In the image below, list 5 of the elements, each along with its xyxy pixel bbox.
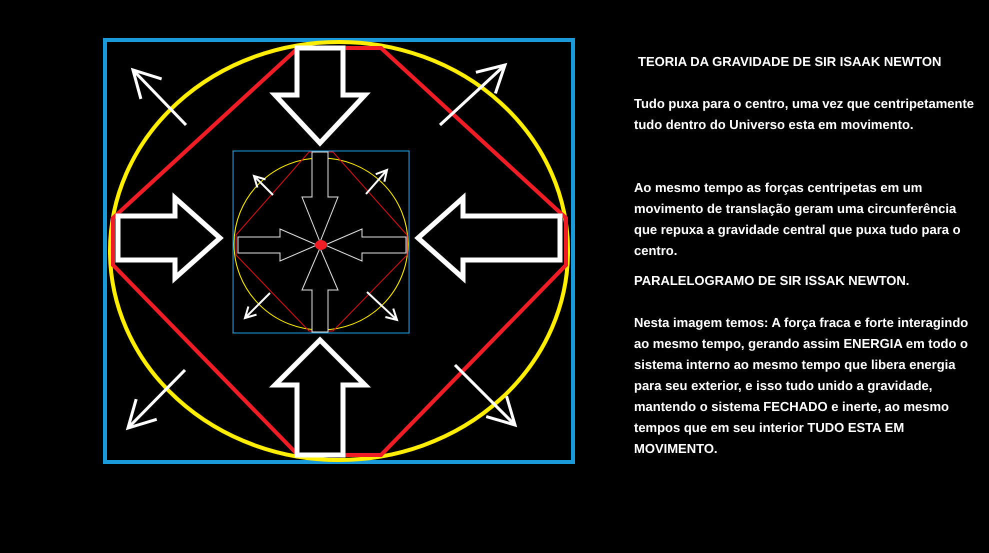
heading: TEORIA DA GRAVIDADE DE SIR ISAAK NEWTON (638, 53, 942, 71)
paragraph: Tudo puxa para o centro, uma vez que centripetamente tudo dentro do Universo esta em movimento. (634, 95, 975, 134)
paragraph: Nesta imagem temos: A força fraca e forte interagindo ao mesmo tempo, gerando assim ENERGIA em todo o sistema interno ao mesmo tempo que libera energia para seu exterior, e isso tudo unido a gravidade, mantendo o sistema FECHADO e inerte, ao mesmo tempos que em seu interior TUDO ESTA EM MOVIMENTO. (634, 314, 970, 458)
heading: PARALELOGRAMO DE SIR ISSAK NEWTON. (634, 272, 910, 290)
paragraph: Ao mesmo tempo as forças centripetas em um movimento de translação geram uma circunferência que repuxa a gravidade central que puxa tudo para o centro. (634, 179, 962, 260)
